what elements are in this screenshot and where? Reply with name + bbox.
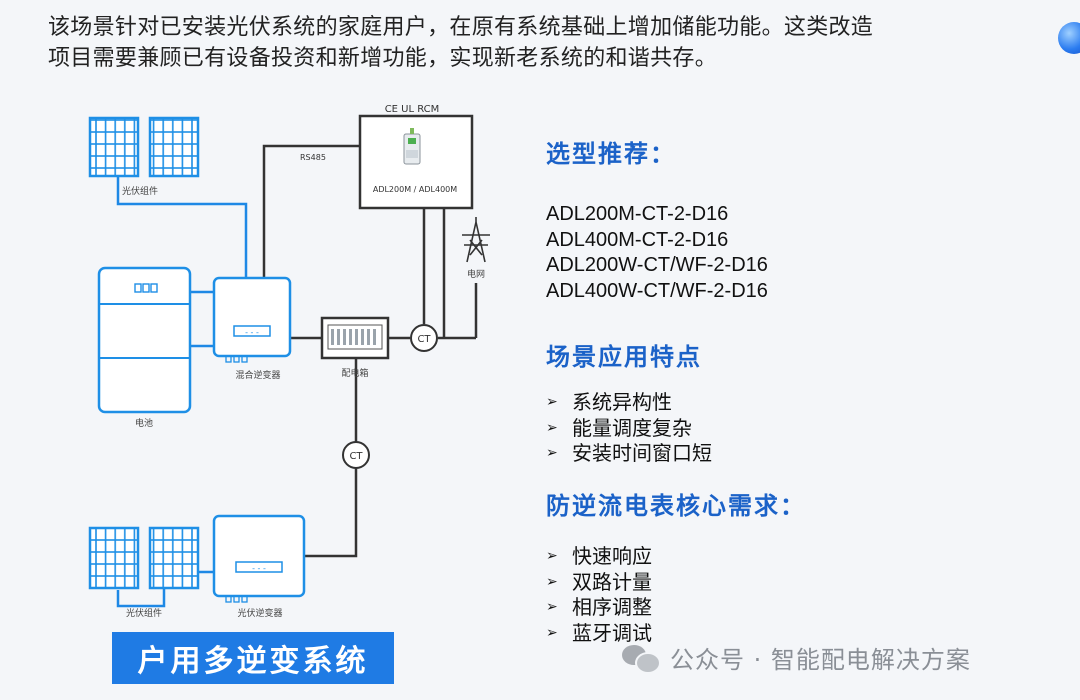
chevron-right-icon: ➢ <box>546 548 558 564</box>
pv-inverter-label: 光伏逆变器 <box>237 607 282 619</box>
distribution-box <box>320 316 390 360</box>
model-list: ADL200M-CT-2-D16 ADL400M-CT-2-D16 ADL200… <box>546 202 768 304</box>
hybrid-inverter: - - - <box>212 276 292 363</box>
ct-sensor-grid <box>410 324 438 352</box>
list-item: ➢双路计量 <box>546 569 652 594</box>
svg-text:- - -: - - - <box>252 564 266 573</box>
orb-icon <box>1058 22 1080 54</box>
ct2-to-pv-inverter-wire <box>304 468 358 558</box>
list-item: ➢快速响应 <box>546 544 652 568</box>
requirements-list: ➢快速响应 ➢双路计量 ➢相序调整 ➢蓝牙调试 <box>546 544 652 646</box>
ct-sensor-pv <box>342 441 370 469</box>
distribution-box-label: 配电箱 <box>341 367 368 379</box>
meter <box>358 114 474 210</box>
chevron-right-icon: ➢ <box>546 394 558 410</box>
pv-panels-bottom <box>88 526 200 590</box>
chevron-right-icon: ➢ <box>546 419 558 436</box>
battery <box>97 266 192 414</box>
chevron-right-icon: ➢ <box>546 624 558 641</box>
model-item: ADL400M-CT-2-D16 <box>546 228 729 251</box>
rs485-label: RS485 <box>300 153 326 162</box>
pv-inverter: - - - <box>212 514 306 603</box>
list-item: ➢蓝牙调试 <box>546 620 652 645</box>
ct-grid-label: CT <box>417 334 431 345</box>
watermark-text: 公众号 · 智能配电解决方案 <box>670 646 971 674</box>
list-item: ➢相序调整 <box>546 595 652 619</box>
requirements-heading: 防逆流电表核心需求： <box>546 492 806 520</box>
pv-top-label: 光伏组件 <box>122 185 158 197</box>
pv-bottom-label: 光伏组件 <box>126 607 162 619</box>
rs485-wire <box>262 144 360 278</box>
hybrid-inverter-label: 混合逆变器 <box>235 369 280 381</box>
svg-text:- - -: - - - <box>245 328 259 337</box>
grid-label: 电网 <box>467 268 485 280</box>
chevron-right-icon: ➢ <box>546 599 558 615</box>
wechat-icon <box>622 643 661 674</box>
dark-wires <box>262 144 478 558</box>
ct-pv-label: CT <box>349 451 363 462</box>
intro-text: 该场景针对已安装光伏系统的家庭用户，在原有系统基础上增加储能功能。这类改造 项目… <box>48 12 1028 74</box>
list-item: ➢系统异构性 <box>546 390 672 414</box>
meter-model-label: ADL200M / ADL400M <box>373 185 457 194</box>
list-item: ➢能量调度复杂 <box>546 415 692 440</box>
selection-heading: 选型推荐： <box>546 140 676 168</box>
intro-line-1: 该场景针对已安装光伏系统的家庭用户，在原有系统基础上增加储能功能。这类改造 <box>48 15 874 40</box>
pv-top-wire <box>116 176 248 278</box>
grid-tower-icon <box>462 217 490 263</box>
features-heading: 场景应用特点 <box>546 343 702 371</box>
cert-label: CE UL RCM <box>385 104 440 115</box>
battery-label: 电池 <box>135 417 153 429</box>
pv-panels-top <box>88 116 200 178</box>
features-list: ➢系统异构性 ➢能量调度复杂 ➢安装时间窗口短 <box>546 390 712 467</box>
model-item: ADL400W-CT/WF-2-D16 <box>546 279 768 302</box>
system-title-banner: 户用多逆变系统 <box>112 632 394 684</box>
watermark: 公众号 · 智能配电解决方案 <box>622 640 971 675</box>
intro-line-2: 项目需要兼顾已有设备投资和新增功能，实现新老系统的和谐共存。 <box>48 46 718 71</box>
model-item: ADL200W-CT/WF-2-D16 <box>546 254 768 276</box>
list-item: ➢安装时间窗口短 <box>546 441 712 465</box>
model-item: ADL200M-CT-2-D16 <box>546 203 729 225</box>
chevron-right-icon: ➢ <box>546 445 558 461</box>
chevron-right-icon: ➢ <box>546 573 558 590</box>
